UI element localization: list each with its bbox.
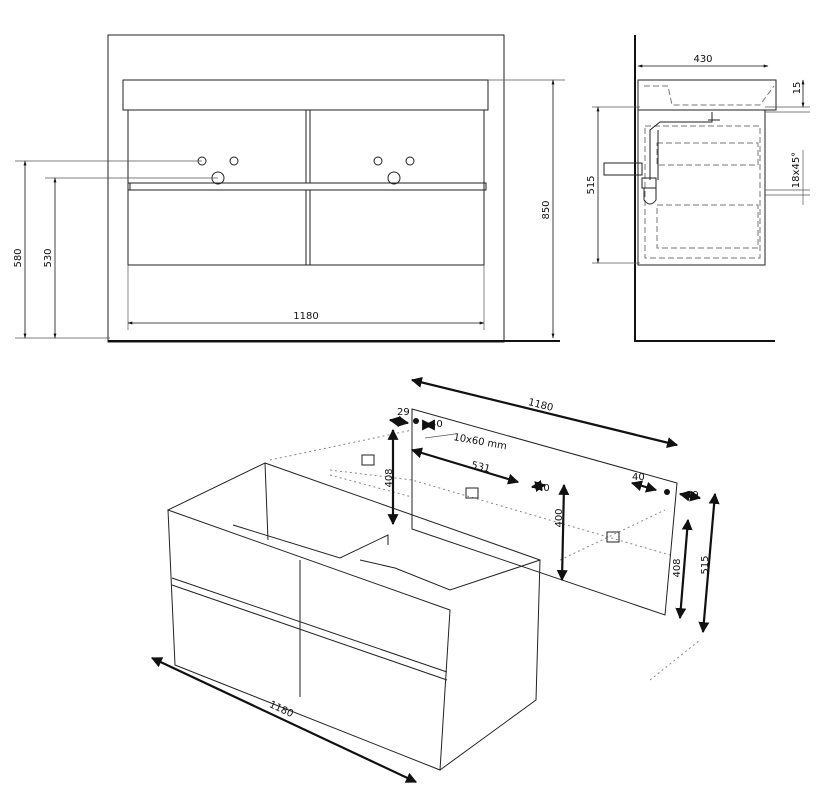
drawer-bottom-left xyxy=(127,189,307,266)
anchor-label: 10x60 mm xyxy=(452,432,507,452)
dim-530: 530 xyxy=(43,248,54,267)
side-view: 430 15 515 18x45° xyxy=(586,35,810,342)
dim-chamfer: 18x45° xyxy=(791,152,802,188)
drawer-bottom-right xyxy=(309,189,485,266)
cabinet-front xyxy=(167,509,451,771)
dim-400: 400 xyxy=(554,508,565,527)
countertop-side xyxy=(637,79,777,111)
isometric-view: 1180 29 40 10x60 mm 531 40 408 400 40 29… xyxy=(151,377,720,783)
drawer-top-right xyxy=(309,109,485,184)
dim-531: 531 xyxy=(470,460,491,475)
dim-40-middle: 40 xyxy=(537,483,550,494)
drawer-divisions xyxy=(171,560,448,697)
drawer-rail xyxy=(129,182,487,191)
dim-40-right: 40 xyxy=(632,472,645,483)
cabinet-side xyxy=(637,109,766,266)
dim-515-side: 515 xyxy=(586,175,597,194)
dim-1180-cabinet: 1180 xyxy=(267,699,295,720)
wall-floor xyxy=(634,35,775,342)
dim-408-left: 408 xyxy=(384,468,395,487)
dim-15: 15 xyxy=(792,82,803,95)
dim-40-left: 40 xyxy=(430,419,443,430)
dim-430: 430 xyxy=(693,54,712,65)
wall-drain-pipe xyxy=(603,162,643,176)
wall-brackets xyxy=(361,454,620,543)
front-view: 580 530 1180 850 xyxy=(13,34,565,343)
right-hole xyxy=(664,489,670,495)
dim-515-iso: 515 xyxy=(700,555,711,574)
dim-580: 580 xyxy=(13,248,24,267)
countertop xyxy=(122,79,489,111)
dim-29-left: 29 xyxy=(397,407,410,418)
wall-panel xyxy=(411,408,678,616)
left-hole xyxy=(413,418,419,424)
dim-850: 850 xyxy=(541,200,552,219)
drawer-inner xyxy=(232,524,541,591)
dim-1180-front: 1180 xyxy=(293,311,318,322)
siphon-pipe xyxy=(649,112,720,180)
dim-29-right: 29 xyxy=(686,490,699,501)
dim-408-right: 408 xyxy=(672,558,683,577)
cabinet-back-right xyxy=(167,462,541,771)
wall-outline xyxy=(107,34,505,343)
